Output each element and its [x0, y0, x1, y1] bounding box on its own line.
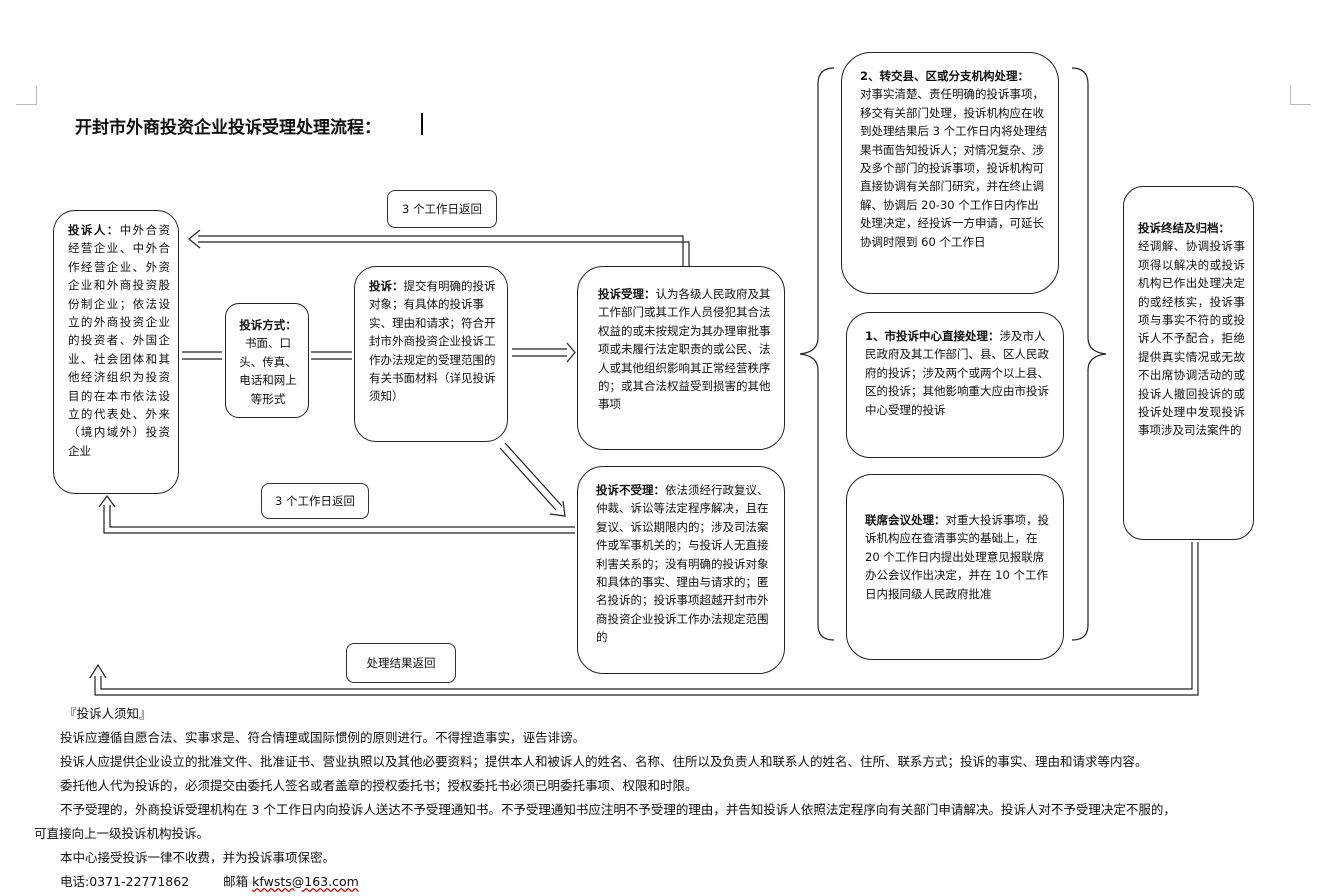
method-box: 投诉方式： 书面、口头、传真、电话和网上等形式: [225, 303, 309, 418]
complainant-head: 投诉人：: [68, 223, 120, 237]
joint-meeting-box: 联席会议处理：对重大投诉事项，投诉机构应在查清事实的基础上，在 20 个工作日内…: [846, 474, 1064, 660]
notice-email: kfwsts@163.com: [252, 874, 359, 889]
complainant-text: 中外合资经营企业、中外合作经营企业、外资企业和外商投资股份制企业；依法设立的外商…: [68, 223, 171, 458]
transfer-box: 2、转交县、区或分支机构处理： 对事实清楚、责任明确的投诉事项，移交有关部门处理，…: [841, 52, 1059, 294]
conclude-head: 投诉终结及归档：: [1138, 221, 1230, 235]
accept-box: 投诉受理：认为各级人民政府及其工作部门或其工作人员侵犯其合法权益的或未按规定为其…: [577, 266, 785, 450]
notice-line-2: 投诉人应提供企业设立的批准文件、批准证书、营业执照以及其他必要资料；提供本人和被…: [60, 754, 1148, 769]
notice-phone: 电话:0371-22771862: [60, 874, 190, 889]
reject-text: 依法须经行政复议、仲裁、诉讼等法定程序解决，且在复议、诉讼期限内的；涉及司法案件…: [596, 483, 769, 645]
complaint-box: 投诉：提交有明确的投诉对象；有具体的投诉事实、理由和请求；符合开封市外商投资企业…: [354, 266, 508, 442]
conclude-text: 经调解、协调投诉事项得以解决的或投诉机构已作出处理决定的或经核实，投诉事项与事实…: [1138, 239, 1245, 438]
accept-head: 投诉受理：: [598, 287, 656, 301]
method-text: 书面、口头、传真、电话和网上等形式: [239, 336, 297, 406]
joint-head: 联席会议处理：: [865, 513, 946, 527]
conclude-box: 投诉终结及归档： 经调解、协调投诉事项得以解决的或投诉机构已作出处理决定的或经核实…: [1123, 186, 1254, 540]
notice-line-4-cont: 可直接向上一级投诉机构投诉。: [34, 826, 210, 841]
text-cursor: [421, 113, 423, 135]
direct-text: 涉及市人民政府及其工作部门、县、区人民政府的投诉；涉及两个或两个以上县、区的投诉…: [865, 329, 1049, 417]
transfer-text: 对事实清楚、责任明确的投诉事项，移交有关部门处理，投诉机构应在收到处理结果后 3…: [860, 87, 1048, 249]
transfer-head: 2、转交县、区或分支机构处理：: [860, 69, 1029, 83]
page-corner-mark-left: [16, 86, 37, 105]
direct-box: 1、市投诉中心直接处理：涉及市人民政府及其工作部门、县、区人民政府的投诉；涉及两…: [846, 312, 1064, 458]
reject-head: 投诉不受理：: [596, 483, 665, 497]
notice-line-5: 本中心接受投诉一律不收费，并为投诉事项保密。: [60, 850, 336, 865]
notice-email-label: 邮箱: [223, 874, 249, 889]
joint-text: 对重大投诉事项，投诉机构应在查清事实的基础上，在 20 个工作日内提出处理意见报…: [865, 513, 1049, 601]
notice-heading: 『投诉人须知』: [64, 706, 152, 721]
notice-line-3: 委托他人代为投诉的，必须提交由委托人签名或者盖章的授权委托书；授权委托书必须已明…: [60, 778, 698, 793]
page-corner-mark-right: [1290, 86, 1311, 105]
complainant-notice: 『投诉人须知』 投诉应遵循自愿合法、实事求是、符合情理或国际惯例的原则进行。不得…: [34, 702, 1304, 894]
callout-return-top: 3 个工作日返回: [387, 190, 497, 228]
complaint-head: 投诉：: [369, 279, 404, 293]
method-head: 投诉方式：: [239, 318, 297, 332]
reject-box: 投诉不受理：依法须经行政复议、仲裁、诉讼等法定程序解决，且在复议、诉讼期限内的；…: [577, 466, 785, 674]
notice-line-1: 投诉应遵循自愿合法、实事求是、符合情理或国际惯例的原则进行。不得捏造事实，诬告诽…: [60, 730, 586, 745]
callout-result-return: 处理结果返回: [346, 643, 456, 683]
callout-return-mid: 3 个工作日返回: [261, 483, 369, 519]
direct-head: 1、市投诉中心直接处理：: [865, 329, 1000, 343]
notice-line-4: 不予受理的，外商投诉受理机构在 3 个工作日内向投诉人送达不予受理通知书。不予受…: [60, 802, 1176, 817]
page-title: 开封市外商投资企业投诉受理处理流程：: [75, 118, 381, 138]
notice-contact: 电话:0371-22771862 邮箱 kfwsts@163.com: [34, 870, 1304, 894]
complaint-text: 提交有明确的投诉对象；有具体的投诉事实、理由和请求；符合开封市外商投资企业投诉工…: [369, 279, 496, 404]
complainant-box: 投诉人：中外合资经营企业、中外合作经营企业、外资企业和外商投资股份制企业；依法设…: [53, 210, 179, 494]
accept-text: 认为各级人民政府及其工作部门或其工作人员侵犯其合法权益的或未按规定为其办理审批事…: [598, 287, 771, 412]
